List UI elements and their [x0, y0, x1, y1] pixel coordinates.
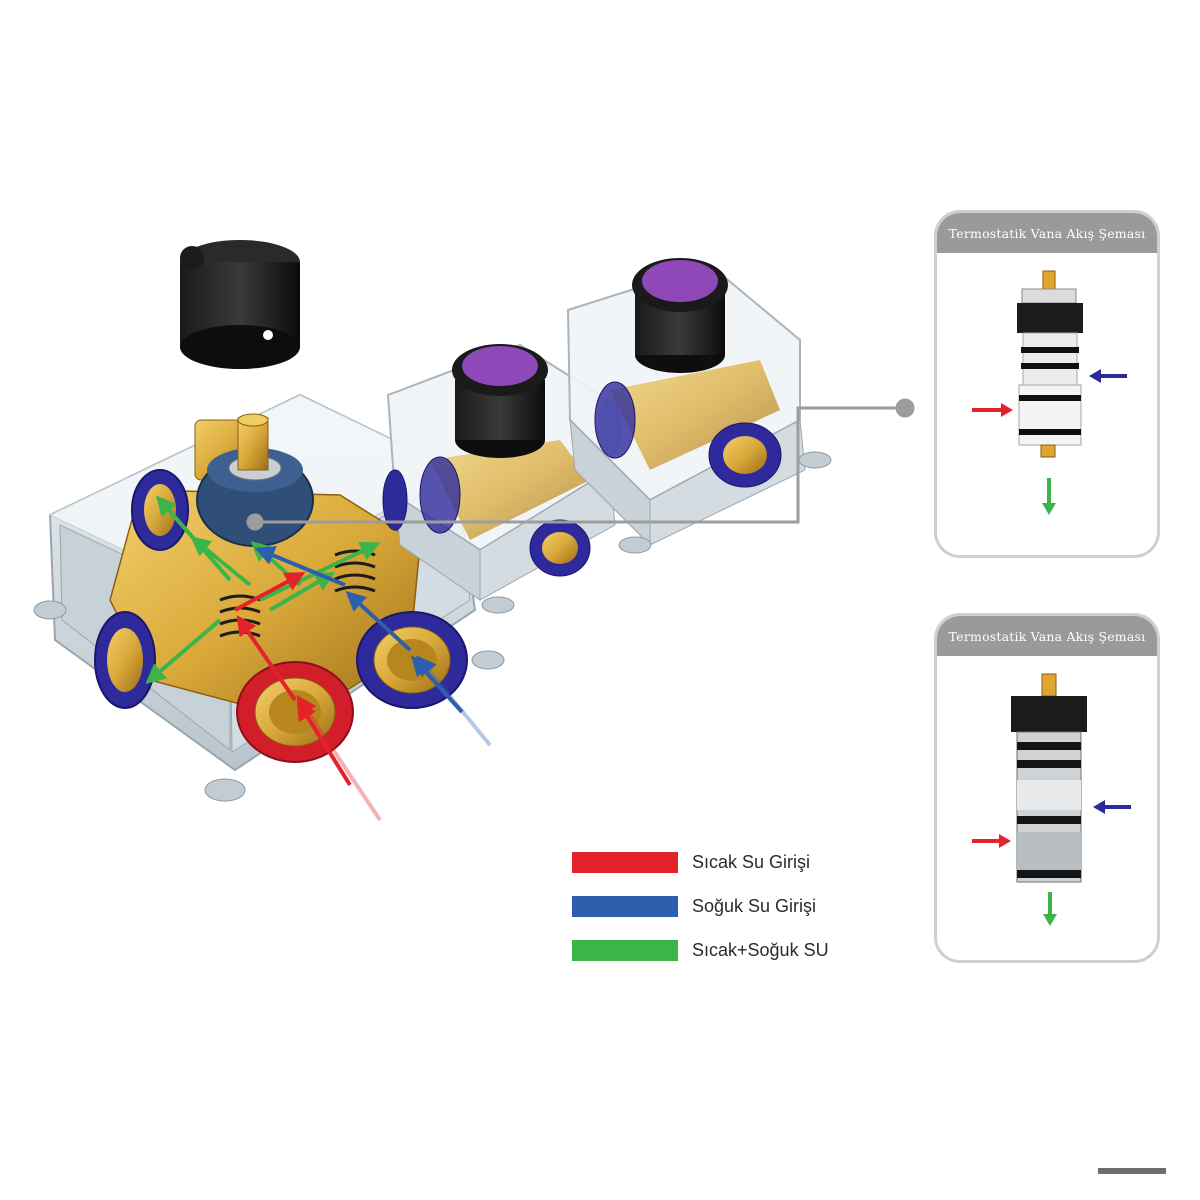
cold-in-arrow [1093, 800, 1131, 814]
legend: Sıcak Su Girişi Soğuk Su Girişi Sıcak+So… [572, 840, 902, 972]
thermostat-knob [180, 240, 300, 369]
legend-label: Sıcak+Soğuk SU [692, 939, 829, 960]
panel-title: Termostatik Vana Akış Şeması [937, 616, 1157, 656]
cold-inlet-port [356, 611, 468, 709]
cartridge-diagram [937, 656, 1157, 956]
hot-flow-arrows [234, 572, 382, 822]
legend-item-cold: Soğuk Su Girişi [572, 884, 902, 928]
diverter-box-1 [386, 343, 616, 614]
left-seal [94, 611, 156, 709]
hot-in-arrow [972, 834, 1011, 848]
legend-swatch [572, 851, 678, 873]
cartridge-image [1017, 270, 1083, 458]
legend-item-hot: Sıcak Su Girişi [572, 840, 902, 884]
callout-leader [246, 398, 915, 531]
cold-flow-arrows [254, 546, 492, 747]
flow-diagram-panel-bottom: Termostatik Vana Akış Şeması [934, 613, 1160, 963]
cold-in-arrow [1089, 369, 1127, 383]
diverter-box-2 [566, 258, 832, 554]
flow-diagram-panel-top: Termostatik Vana Akış Şeması [934, 210, 1160, 558]
cartridge-image [1011, 673, 1087, 883]
upper-left-seal [131, 469, 189, 551]
legend-swatch [572, 895, 678, 917]
footer-bar [1098, 1168, 1166, 1174]
panel-title: Termostatik Vana Akış Şeması [937, 213, 1157, 253]
legend-label: Sıcak Su Girişi [692, 851, 811, 872]
legend-item-mixed: Sıcak+Soğuk SU [572, 928, 902, 972]
mixed-out-arrow [1043, 892, 1057, 926]
cartridge-diagram [937, 253, 1157, 553]
mixed-out-arrow [1042, 478, 1056, 515]
legend-label: Soğuk Su Girişi [692, 895, 817, 916]
hot-inlet-port [236, 661, 354, 763]
hot-in-arrow [972, 403, 1013, 417]
legend-swatch [572, 939, 678, 961]
